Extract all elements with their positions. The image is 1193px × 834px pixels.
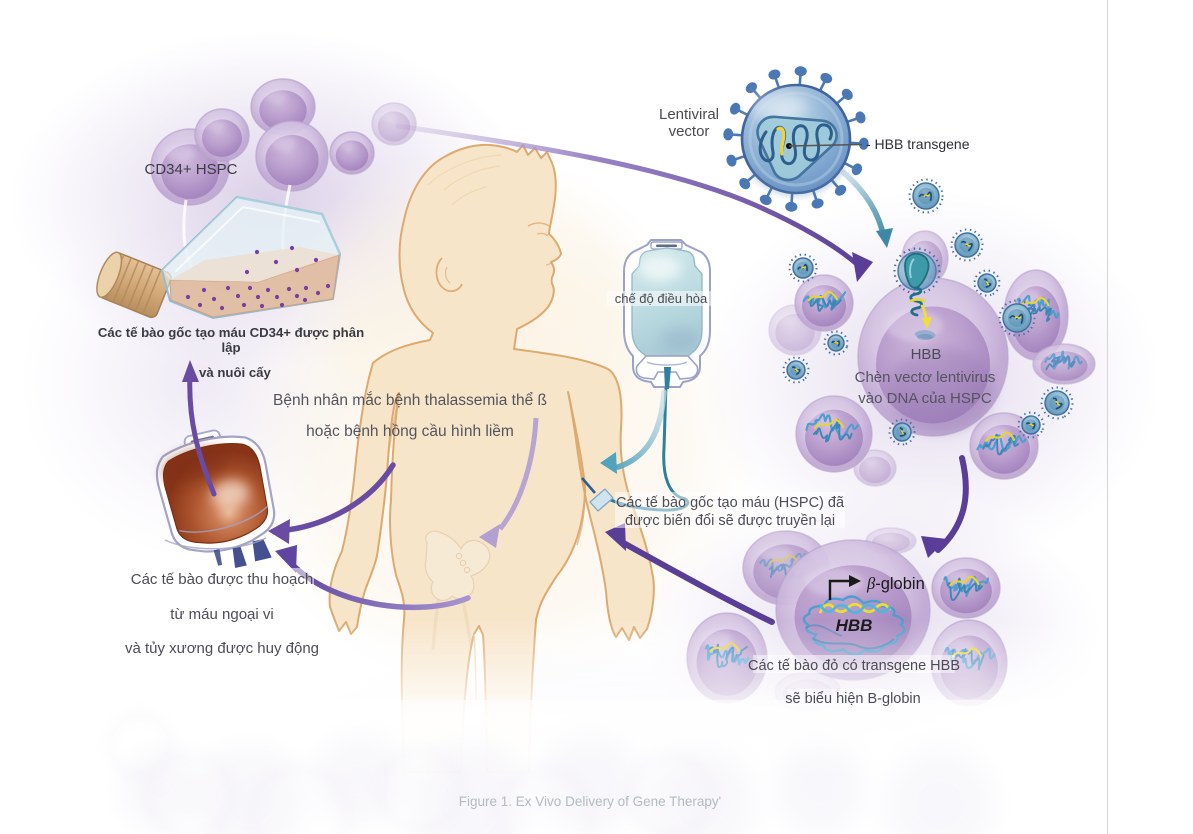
svg-text:HBB: HBB [911,346,942,363]
svg-text:vào DNA của HSPC: vào DNA của HSPC [858,390,992,407]
svg-text:hoặc bệnh hồng cầu hình liềm: hoặc bệnh hồng cầu hình liềm [306,423,514,440]
svg-text:HBB: HBB [836,616,873,635]
svg-text:CD34+ HSPC: CD34+ HSPC [145,161,238,178]
svg-text:Các tế bào đỏ có transgene HBB: Các tế bào đỏ có transgene HBB [748,658,960,674]
svg-text:Chèn vectơ lentivirus: Chèn vectơ lentivirus [855,369,996,386]
svg-text:và tủy xương được huy động: và tủy xương được huy động [125,640,319,657]
svg-text:chế độ điều hòa: chế độ điều hòa [615,291,708,306]
svg-text:Figure 1. Ex Vivo Delivery of: Figure 1. Ex Vivo Delivery of Gene Thera… [459,794,721,809]
svg-text:được biến đổi sẽ được truyền l: được biến đổi sẽ được truyền lại [625,513,835,529]
svg-text:vector: vector [669,123,710,140]
svg-text:Các tế bào gốc tạo máu (HSPC): Các tế bào gốc tạo máu (HSPC) đã [616,495,845,511]
svg-text:và nuôi cấy: và nuôi cấy [199,365,271,380]
svg-text:Lentiviral: Lentiviral [659,106,719,123]
svg-text:lập: lập [221,340,240,355]
svg-text:Các tế bào gốc tạo máu CD34+ đ: Các tế bào gốc tạo máu CD34+ được phân [98,325,364,340]
svg-text:Bệnh nhân mắc bệnh thalassemia: Bệnh nhân mắc bệnh thalassemia thể ß [273,392,547,409]
svg-text:sẽ biểu hiện B-globin: sẽ biểu hiện B-globin [785,691,920,707]
svg-text:từ máu ngoại vi: từ máu ngoại vi [170,606,273,623]
svg-text:- HBB transgene: - HBB transgene [866,136,970,152]
svg-text:Các tế bào được thu hoạch: Các tế bào được thu hoạch [131,571,314,588]
svg-text:β-globin: β-globin [866,574,925,593]
